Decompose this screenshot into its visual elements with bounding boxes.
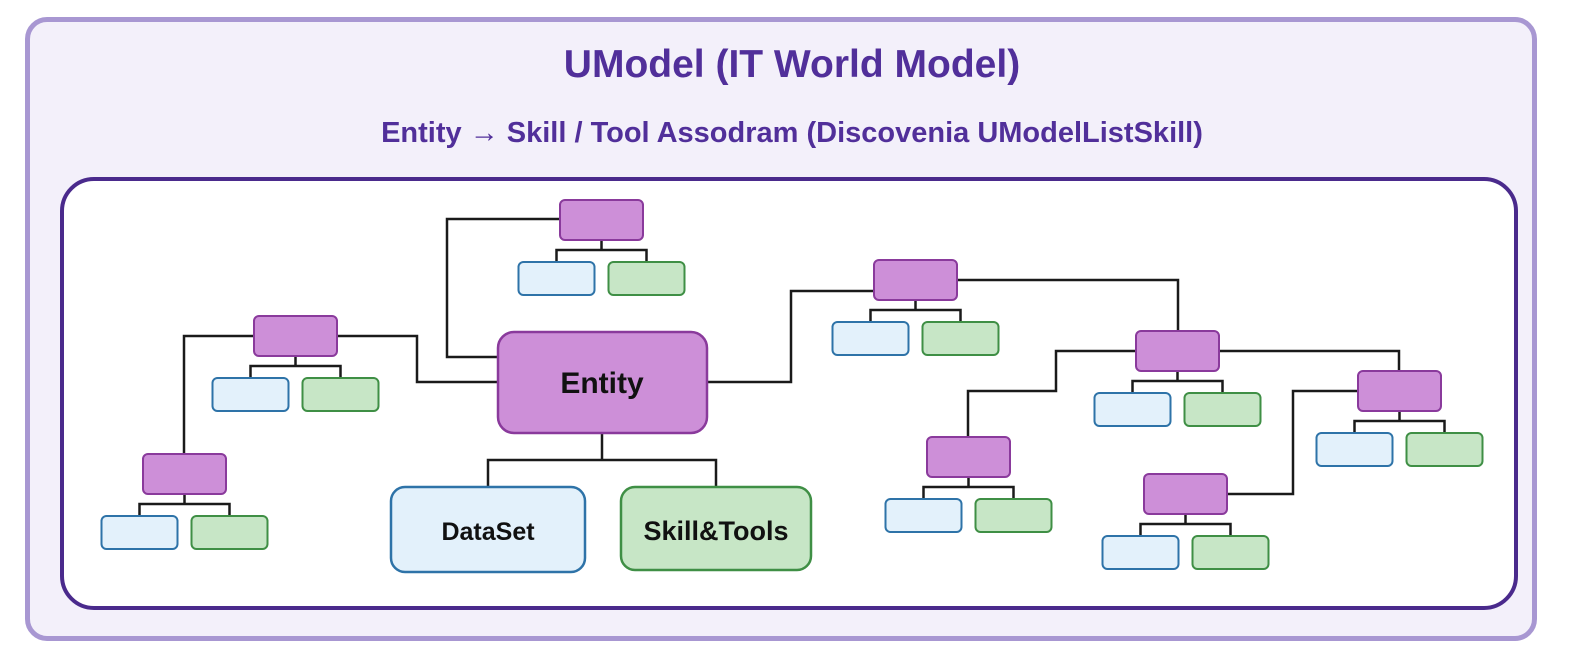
sub-entity-box[interactable]: [1357, 370, 1442, 412]
entity-box[interactable]: [496, 330, 709, 435]
sub-entity-box[interactable]: [1143, 473, 1228, 515]
link-hub-to-lower-left: [966, 349, 1136, 437]
link-entity-to-right-first: [707, 289, 874, 384]
sub-skill-box[interactable]: [1191, 535, 1270, 570]
sub-dataset-box[interactable]: [1101, 535, 1180, 570]
sub-dataset-box[interactable]: [1093, 392, 1172, 427]
link-far-right-to-bottom-right: [1227, 389, 1358, 496]
link-top-to-entity: [445, 217, 560, 359]
cluster-connector: [138, 494, 231, 516]
cluster-connector: [1139, 514, 1232, 536]
skill-tools-label: Skill&Tools: [643, 516, 788, 546]
cluster-connector: [555, 240, 648, 262]
sub-skill-box[interactable]: [190, 515, 269, 550]
sub-entity-box[interactable]: [253, 315, 338, 357]
sub-entity-box[interactable]: [873, 259, 958, 301]
sub-skill-box[interactable]: [301, 377, 380, 412]
skill-tools-box[interactable]: [619, 485, 813, 572]
sub-entity-box[interactable]: [1135, 330, 1220, 372]
link-entity-to-left-upper: [337, 334, 498, 384]
entity-children-connector: [486, 433, 718, 487]
sub-dataset-box[interactable]: [100, 515, 179, 550]
dataset-node[interactable]: DataSet: [389, 485, 587, 574]
sub-dataset-box[interactable]: [884, 498, 963, 533]
skill-tools-node[interactable]: Skill&Tools: [619, 485, 813, 572]
cluster-connector: [1353, 411, 1446, 433]
cluster-connector: [869, 300, 962, 322]
dataset-label: DataSet: [441, 518, 535, 546]
sub-entity-box[interactable]: [926, 436, 1011, 478]
link-right-first-to-hub: [957, 278, 1180, 331]
page-subtitle: Entity → Skill / Tool Assodram (Discoven…: [381, 117, 1203, 149]
link-hub-to-far-right: [1219, 349, 1401, 371]
sub-skill-box[interactable]: [921, 321, 1000, 356]
sub-dataset-box[interactable]: [517, 261, 596, 296]
page-title: UModel (IT World Model): [563, 43, 1021, 86]
sub-dataset-box[interactable]: [1315, 432, 1394, 467]
sub-skill-box[interactable]: [974, 498, 1053, 533]
sub-entity-box[interactable]: [142, 453, 227, 495]
connector-lines: [138, 217, 1446, 536]
cluster-connector: [1131, 371, 1224, 393]
link-left-upper-to-left-lower: [182, 334, 254, 454]
sub-dataset-box[interactable]: [831, 321, 910, 356]
cluster-connector: [249, 356, 342, 378]
entity-node[interactable]: Entity: [496, 330, 709, 435]
sub-skill-box[interactable]: [1405, 432, 1484, 467]
entity-label: Entity: [560, 367, 644, 400]
cluster-connector: [922, 477, 1015, 499]
sub-dataset-box[interactable]: [211, 377, 290, 412]
sub-skill-box[interactable]: [1183, 392, 1262, 427]
diagram-nodes: [100, 199, 1484, 570]
sub-entity-box[interactable]: [559, 199, 644, 241]
dataset-box[interactable]: [389, 485, 587, 574]
sub-skill-box[interactable]: [607, 261, 686, 296]
